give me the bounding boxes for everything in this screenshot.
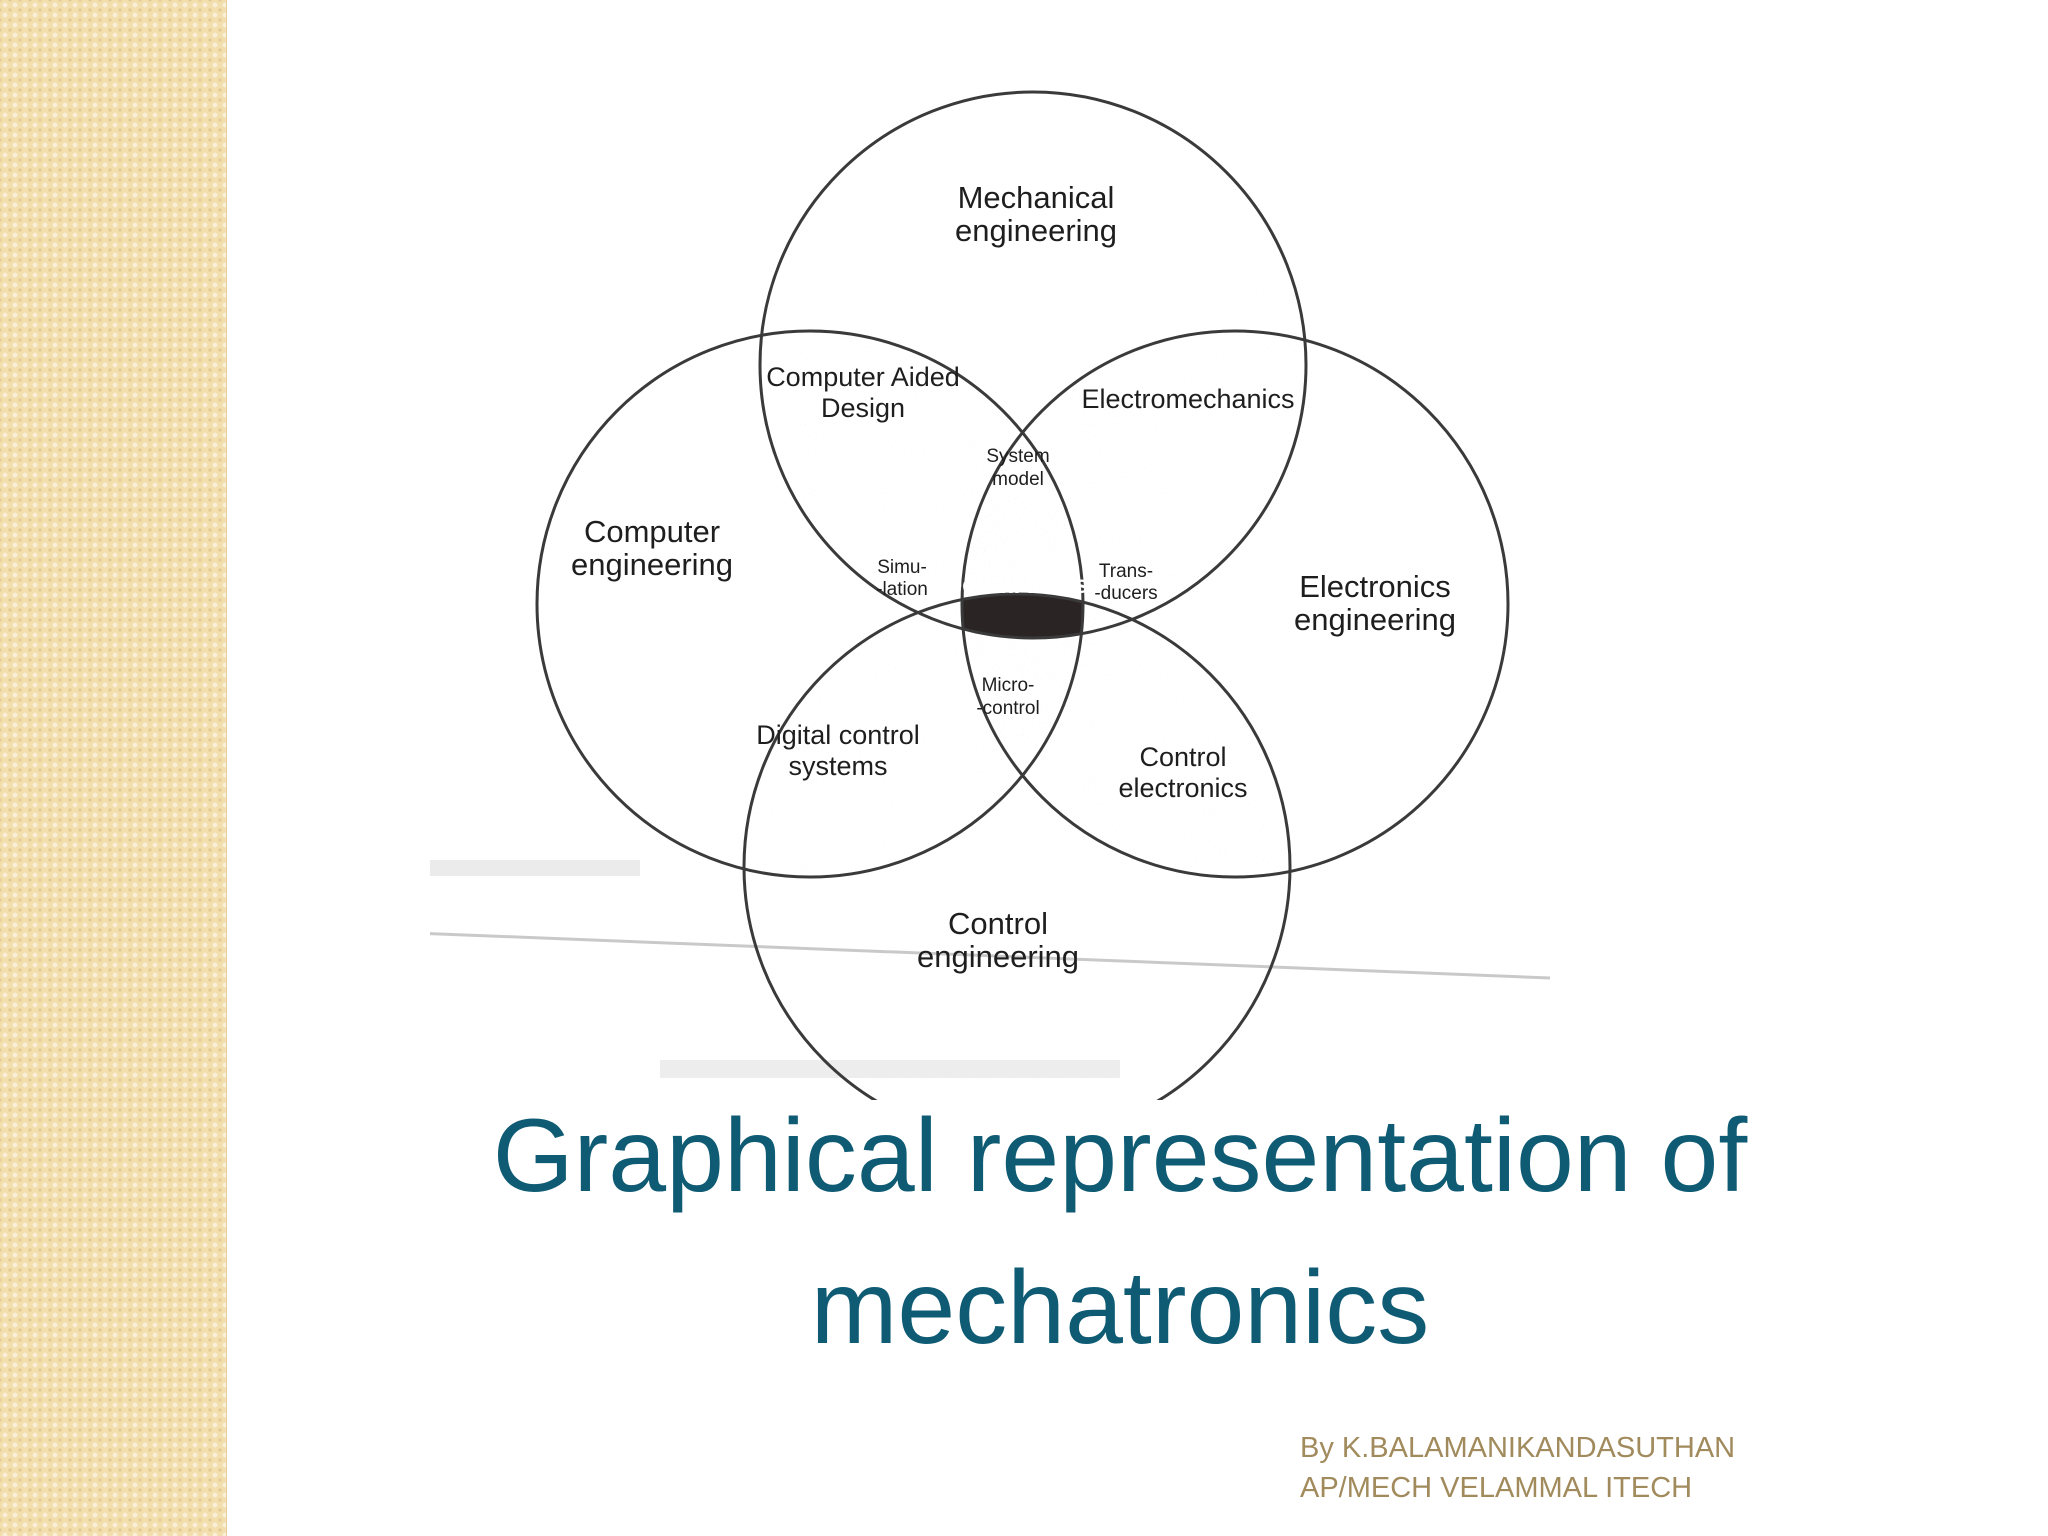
control-electronics-label-2: electronics — [1118, 773, 1247, 803]
control-label-2: engineering — [917, 939, 1079, 974]
control-circle — [742, 592, 1292, 1100]
decorative-side-band — [0, 0, 227, 1536]
control-electronics-label-1: Control — [1139, 742, 1226, 772]
system-model-label-1: System — [986, 446, 1049, 467]
slide-title: Graphical representation of mechatronics — [380, 1080, 1860, 1384]
computer-circle — [535, 329, 1085, 879]
microcontrol-label-1: Micro- — [982, 675, 1035, 696]
venn-svg: Mechanical engineering Computer engineer… — [430, 90, 1551, 1100]
electronics-label-2: engineering — [1294, 602, 1456, 637]
cad-label-1: Computer Aided — [766, 362, 960, 392]
mechatronics-venn-diagram: Mechanical engineering Computer engineer… — [430, 70, 1580, 1100]
microcontrol-label-2: -control — [976, 698, 1039, 719]
mechanical-label-1: Mechanical — [958, 180, 1115, 215]
digital-control-label-2: systems — [788, 751, 887, 781]
mechanical-circle — [758, 90, 1308, 640]
center-region — [962, 594, 1083, 638]
simulation-label-1: Simu- — [877, 557, 927, 578]
control-label-1: Control — [948, 906, 1048, 941]
electromechanics-label: Electromechanics — [1081, 384, 1294, 414]
computer-label-1: Computer — [584, 514, 720, 549]
cad-label-2: Design — [821, 393, 905, 423]
author-line-1: By K.BALAMANIKANDASUTHAN — [1300, 1432, 1736, 1464]
circle-outlines — [535, 90, 1510, 1100]
scan-ghost-marks — [430, 860, 1551, 1078]
slide-title-line-1: Graphical representation of — [492, 1098, 1748, 1214]
simulation-label-2: -lation — [876, 579, 928, 600]
mechanical-label-2: engineering — [955, 213, 1117, 248]
circle-grain-layer — [537, 92, 1508, 1100]
digital-control-label-1: Digital control — [756, 720, 920, 750]
computer-label-2: engineering — [571, 547, 733, 582]
author-line-2: AP/MECH VELAMMAL ITECH — [1300, 1472, 1693, 1504]
mechatronics-center-label: Mechatronics — [927, 571, 1088, 599]
electronics-label-1: Electronics — [1299, 569, 1451, 604]
author-credit: By K.BALAMANIKANDASUTHAN AP/MECH VELAMMA… — [1300, 1428, 1735, 1508]
transducers-label-1: Trans- — [1099, 561, 1153, 582]
system-model-label-2: model — [992, 469, 1044, 490]
transducers-label-2: -ducers — [1094, 583, 1157, 604]
slide-title-line-2: mechatronics — [810, 1250, 1430, 1366]
electronics-circle — [960, 329, 1510, 879]
